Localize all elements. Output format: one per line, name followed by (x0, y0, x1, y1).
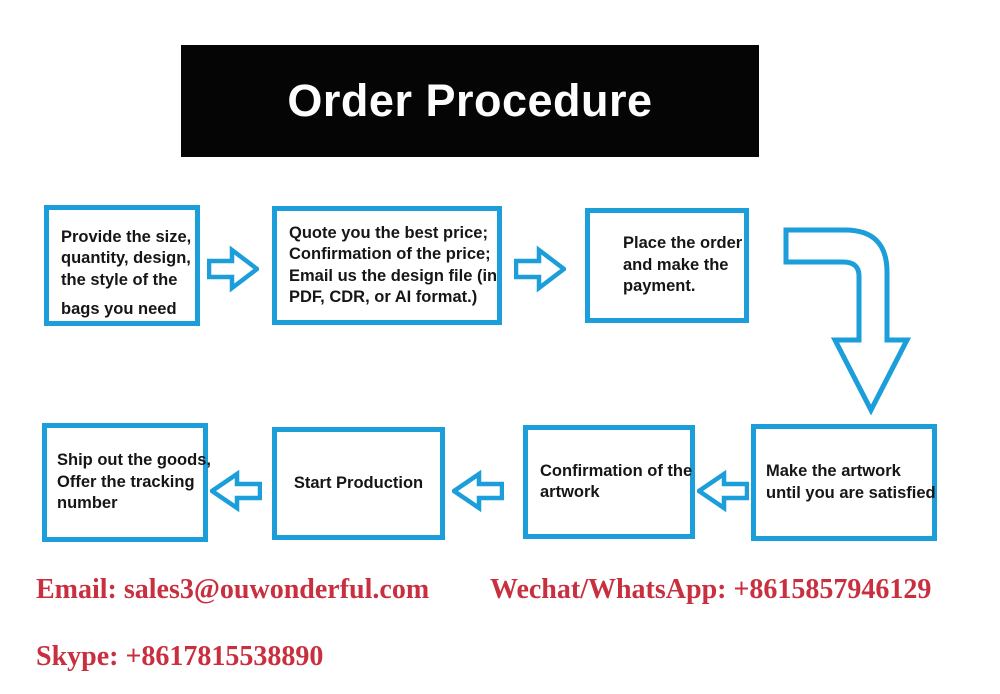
flow-box-make-artwork: Make the artwork until you are satisfied (751, 424, 937, 541)
flow-box-text: Confirmation of the (540, 461, 693, 480)
flow-box-text: Ship out the goods, (57, 451, 211, 470)
arrow-right-icon (207, 245, 259, 293)
arrow-right-icon (514, 245, 566, 293)
contact-wechat-whatsapp: Wechat/WhatsApp: +8615857946129 (490, 574, 932, 605)
flow-box-text: Quote you the best price; (289, 223, 488, 242)
flow-box-text: Make the artwork (766, 462, 901, 481)
flow-box-provide: Provide the size, quantity, design, the … (44, 205, 200, 326)
contact-email: Email: sales3@ouwonderful.com (36, 574, 430, 605)
flow-box-start-production: Start Production (272, 427, 445, 540)
flow-box-text: Offer the tracking (57, 472, 195, 491)
arrow-bend-down-icon (783, 224, 918, 418)
flow-box-text: artwork (540, 483, 600, 501)
arrow-left-icon (210, 470, 262, 512)
flow-box-ship-goods: Ship out the goods, Offer the tracking n… (42, 423, 211, 542)
diagram-title-banner: Order Procedure (181, 45, 759, 157)
flow-box-place-order: Place the order and make the payment. (585, 208, 749, 323)
contact-skype: Skype: +8617815538890 (36, 641, 324, 672)
arrow-left-icon (452, 470, 504, 512)
flow-box-text: PDF, CDR, or AI format.) (289, 287, 478, 306)
flow-box-text: Provide the size, (61, 228, 192, 246)
arrow-left-icon (697, 470, 749, 512)
flow-box-text: Confirmation of the price; (289, 245, 491, 264)
flow-box-text: until you are satisfied (766, 483, 936, 502)
diagram-title: Order Procedure (287, 75, 653, 126)
flow-box-text: quantity, design, (61, 249, 191, 268)
flow-box-quote: Quote you the best price; Confirmation o… (272, 206, 502, 325)
flow-box-text: and make the (623, 255, 729, 274)
flow-box-text: number (57, 494, 118, 513)
flow-box-text: payment. (623, 277, 696, 296)
flow-box-confirm-artwork: Confirmation of the artwork (523, 425, 695, 539)
flow-box-text: Start Production (293, 473, 424, 492)
flow-box-text: Email us the design file (in (289, 266, 498, 285)
flow-box-text: bags you need (61, 300, 177, 319)
flow-box-text: the style of the (61, 270, 178, 289)
flow-box-text: Place the order (623, 234, 743, 253)
